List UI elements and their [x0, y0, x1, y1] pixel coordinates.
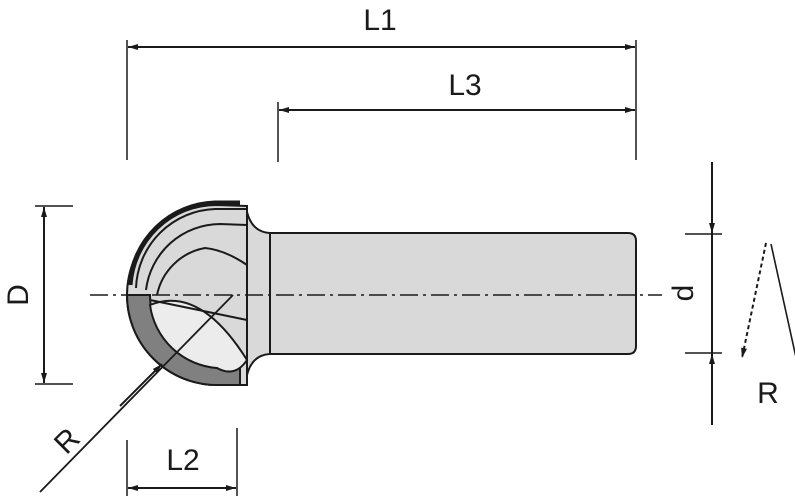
dimension-L1: L1: [126, 4, 637, 160]
shank: [269, 232, 637, 355]
dimension-d: d: [667, 162, 722, 425]
cutting-edge-top: [127, 200, 240, 286]
dimension-L3: L3: [277, 69, 635, 162]
cutting-face: [148, 299, 249, 373]
label-L3: L3: [448, 69, 481, 102]
label-L1: L1: [363, 4, 396, 37]
cutter-head: [125, 200, 249, 386]
label-R-rotation: R: [757, 377, 779, 410]
dimension-L2: L2: [126, 428, 238, 496]
label-L2: L2: [166, 444, 199, 477]
rotation-indicator: R: [741, 242, 795, 410]
label-D: D: [2, 284, 35, 306]
label-R-radius: R: [48, 422, 87, 461]
dimension-D: D: [2, 205, 73, 385]
label-d: d: [667, 285, 700, 302]
neck: [246, 211, 271, 376]
